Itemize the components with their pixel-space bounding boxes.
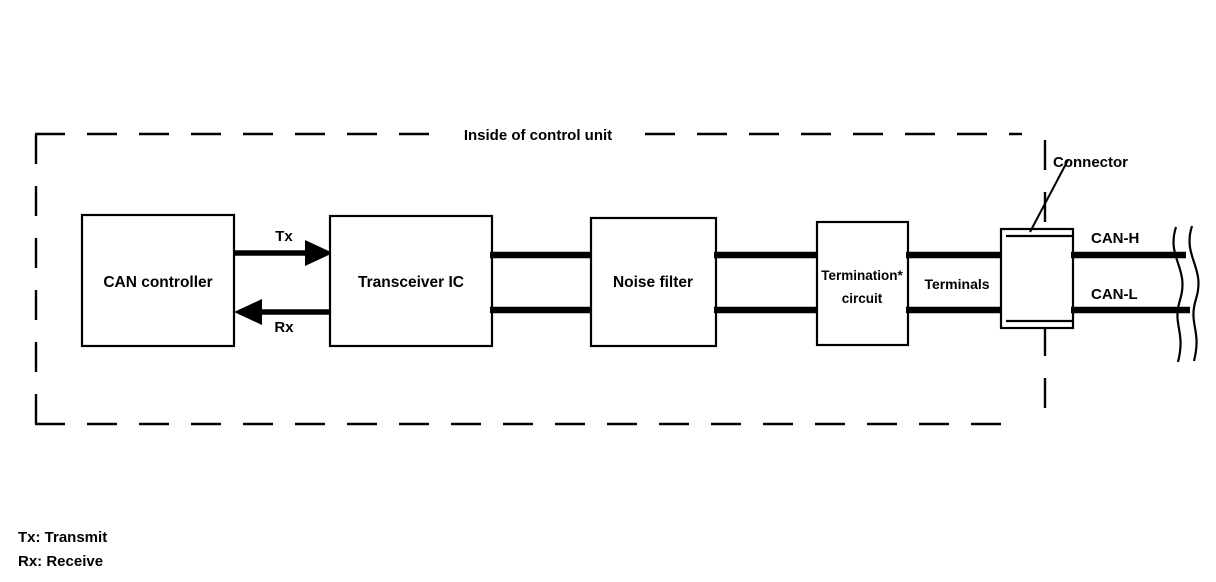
termination-circuit-label-line2: circuit [842, 291, 883, 306]
can-low-label: CAN-L [1091, 286, 1138, 303]
rx-arrow-head [234, 299, 262, 325]
can-controller-label: CAN controller [103, 274, 212, 291]
block-termination-circuit: Termination* circuit [815, 220, 910, 347]
termination-circuit-box [815, 220, 910, 347]
control-unit-boundary [34, 132, 1047, 426]
noise-filter-box [589, 216, 718, 348]
can-controller-box [80, 213, 236, 348]
legend-item-rx: Rx: Receive [18, 553, 103, 570]
can-high-label: CAN-H [1091, 230, 1139, 247]
block-transceiver-ic: Transceiver IC [328, 214, 494, 348]
signal-tx: Tx [234, 228, 333, 266]
noise-filter-label: Noise filter [613, 274, 693, 291]
legend: Tx: Transmit Rx: Receive [18, 529, 107, 570]
connector: Connector [999, 154, 1128, 330]
wire-break-symbol [1172, 225, 1200, 363]
connector-leader-line [1029, 159, 1069, 233]
transceiver-ic-box [328, 214, 494, 348]
wave-line-right [1188, 225, 1200, 362]
signal-rx: Rx [234, 299, 330, 336]
legend-item-tx: Tx: Transmit [18, 529, 107, 546]
wave-line-left [1172, 226, 1184, 363]
rx-label: Rx [274, 319, 294, 336]
inside-of-control-unit-label: Inside of control unit [464, 127, 612, 144]
termination-circuit-label-line1: Termination* [821, 268, 903, 283]
connector-body [999, 227, 1075, 330]
block-can-controller: CAN controller [80, 213, 236, 348]
transceiver-ic-label: Transceiver IC [358, 274, 464, 291]
terminals-label: Terminals [924, 276, 989, 292]
block-noise-filter: Noise filter [589, 216, 718, 348]
tx-label: Tx [275, 228, 293, 245]
tx-arrow-head [305, 240, 333, 266]
connector-label: Connector [1053, 154, 1128, 171]
